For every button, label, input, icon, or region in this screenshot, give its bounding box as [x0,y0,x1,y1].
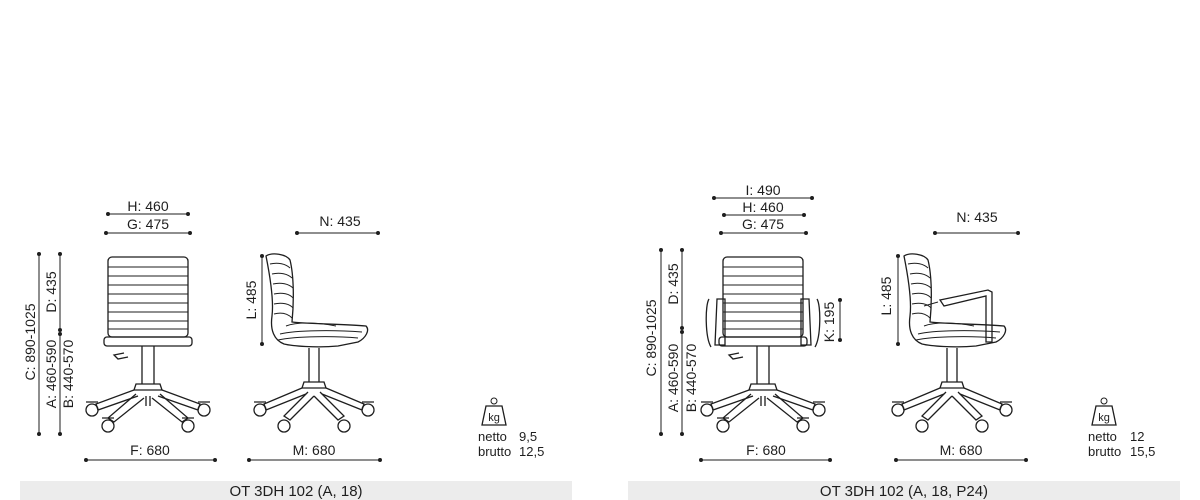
gross-label: brutto [1088,444,1121,459]
dim-G-line [104,231,192,235]
dim-D-line [58,252,62,332]
dim-C-label: C: 890-1025 [22,303,38,380]
product-caption: OT 3DH 102 (A, 18) [229,483,362,500]
dim-K-line [838,298,842,342]
dim-H-label: H: 460 [127,198,168,214]
weight-unit: kg [1098,412,1110,424]
dim-N-label: N: 435 [956,209,997,225]
dim-C-line [37,252,41,436]
dim-A-line [58,332,62,436]
dim-N-label: N: 435 [319,213,360,229]
dim-F-line [84,458,217,462]
dim-G-label: G: 475 [127,216,169,232]
dim-M-label: M: 680 [293,442,336,458]
caption-bar [628,481,1180,500]
chair-side-icon [253,253,375,433]
gross-value: 15,5 [1130,444,1155,459]
chair-front-icon [85,256,211,433]
dim-C-line [659,248,663,436]
dim-L-line [896,254,900,346]
gross-label: brutto [478,444,511,459]
dim-M-line [894,458,1028,462]
armchair-side-icon [891,253,1013,433]
dim-G-line [719,231,808,235]
net-value: 12 [1130,429,1144,444]
dim-M-line [247,458,382,462]
net-label: netto [478,429,507,444]
dim-D-line [680,248,684,330]
dim-I-label: I: 490 [745,182,780,198]
dim-L-label: L: 485 [243,280,259,319]
weight-unit: kg [488,412,500,424]
dim-H-line [106,212,190,216]
net-value: 9,5 [519,429,537,444]
dim-N-line [295,231,380,235]
dim-F-label: F: 680 [130,442,170,458]
dim-M-label: M: 680 [940,442,983,458]
dim-A-label: A: 460-590 [665,344,681,413]
product-caption: OT 3DH 102 (A, 18, P24) [820,483,988,500]
dim-K-label: K: 195 [821,302,837,343]
dim-D-label: D: 435 [43,271,59,312]
gross-value: 12,5 [519,444,544,459]
armchair-front-icon [700,256,826,433]
dim-F-label: F: 680 [746,442,786,458]
dim-L-line [260,254,264,346]
dim-A-label: A: 460-590 [43,340,59,409]
dim-G-label: G: 475 [742,216,784,232]
dim-A-line [680,330,684,436]
dim-L-label: L: 485 [878,276,894,315]
dim-B-label: B: 440-570 [683,344,699,413]
dim-F-line [699,458,832,462]
caption-bar [20,481,572,500]
dim-N-line [933,231,1020,235]
dim-B-label: B: 440-570 [60,340,76,409]
dim-I-line [712,196,814,200]
dim-C-label: C: 890-1025 [643,299,659,376]
dim-H-line [722,213,806,217]
net-label: netto [1088,429,1117,444]
dim-D-label: D: 435 [665,263,681,304]
dim-H-label: H: 460 [742,199,783,215]
